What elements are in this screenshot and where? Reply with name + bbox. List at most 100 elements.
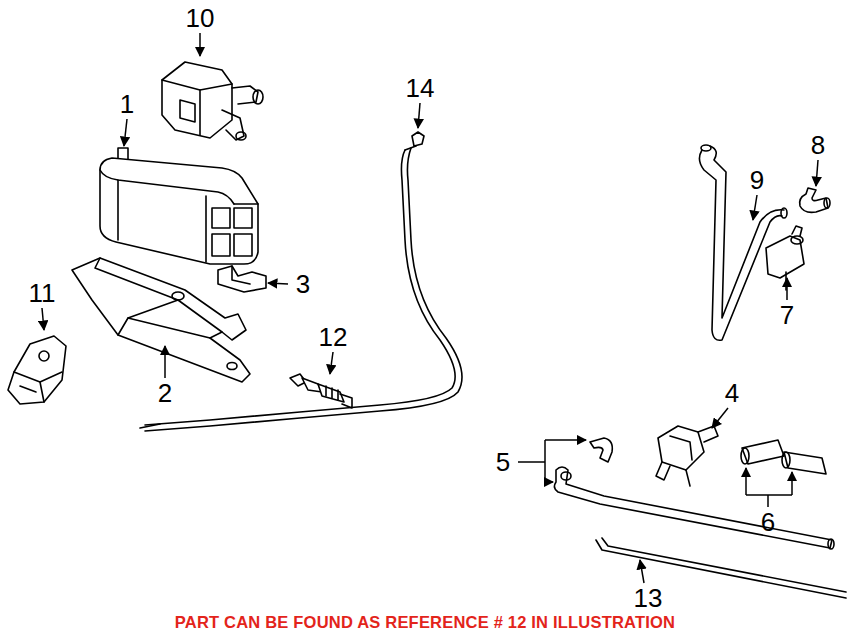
purge-valve xyxy=(199,90,201,135)
purge-valve xyxy=(222,110,244,140)
purge-valve xyxy=(236,132,246,140)
vapor-canister xyxy=(234,234,252,256)
valve-bracket xyxy=(8,336,66,404)
mounting-tray xyxy=(227,363,237,370)
purge-valve xyxy=(180,100,195,122)
canister-bracket xyxy=(232,266,250,284)
callout-number: 11 xyxy=(29,279,56,307)
vapor-canister xyxy=(117,180,119,240)
vent-filter xyxy=(791,236,803,244)
check-valve xyxy=(656,462,670,480)
canister-bracket xyxy=(218,266,266,292)
vapor-canister xyxy=(118,148,128,159)
hose-sleeves xyxy=(742,440,784,464)
mounting-tray xyxy=(118,318,210,338)
hose-end xyxy=(140,424,160,428)
valve-bracket xyxy=(39,351,49,361)
purge-hose xyxy=(828,539,834,549)
leader-lines xyxy=(518,440,545,482)
purge-valve xyxy=(253,90,263,104)
sensor-part xyxy=(290,374,352,408)
vapor-hose xyxy=(405,146,416,150)
purge-valve xyxy=(162,62,232,138)
leader-lines xyxy=(786,278,788,300)
note-caption: PART CAN BE FOUND AS REFERENCE # 12 IN I… xyxy=(175,613,675,632)
leader-lines xyxy=(712,408,728,428)
vent-tube xyxy=(701,145,711,151)
callout-number: 7 xyxy=(780,301,794,329)
vapor-canister xyxy=(234,203,258,205)
hose-sleeves xyxy=(782,452,790,468)
vapor-canister xyxy=(212,208,230,228)
valve-bracket xyxy=(20,386,36,392)
hose-sleeves xyxy=(741,440,826,474)
sensor-part xyxy=(326,386,338,400)
purge-hose xyxy=(561,472,571,480)
purge-hose xyxy=(590,438,612,462)
check-valve xyxy=(698,426,718,442)
leader-lines xyxy=(199,33,201,56)
leader-lines xyxy=(791,472,793,495)
callout-number: 14 xyxy=(406,74,435,102)
hose-sleeves xyxy=(741,448,749,464)
callout-number: 8 xyxy=(811,131,825,159)
mounting-tray xyxy=(72,258,250,382)
vent-tube xyxy=(699,145,787,340)
leader-lines xyxy=(816,160,818,186)
vent-tube xyxy=(699,150,782,340)
vent-filter xyxy=(792,226,802,236)
valve-bracket xyxy=(8,336,66,404)
mounting-tray xyxy=(72,258,250,382)
vapor-hose xyxy=(412,132,424,146)
leader-lines xyxy=(330,352,333,374)
leader-lines xyxy=(640,560,644,583)
check-valve xyxy=(670,436,692,460)
vapor-line xyxy=(596,538,846,598)
leader-lines xyxy=(164,346,166,378)
leader-lines xyxy=(545,481,553,483)
callout-number: 9 xyxy=(750,166,764,194)
callout-number: 5 xyxy=(496,448,510,476)
callout-number: 2 xyxy=(158,379,172,407)
vapor-line xyxy=(596,540,846,598)
leader-lines xyxy=(418,103,420,128)
check-valve xyxy=(656,426,718,486)
vapor-canister xyxy=(100,170,234,204)
vapor-canister xyxy=(234,208,252,228)
leader-lines xyxy=(42,33,818,583)
vapor-canister xyxy=(205,196,207,262)
check-valve xyxy=(686,470,690,486)
vapor-canister xyxy=(212,234,230,256)
vent-tube xyxy=(781,208,787,218)
mounting-tray xyxy=(128,300,178,318)
purge-valve xyxy=(162,62,263,140)
vapor-canister xyxy=(100,158,258,264)
vent-tube xyxy=(710,146,784,318)
hose-elbow xyxy=(800,188,830,212)
leader-lines xyxy=(745,468,747,495)
leader-lines xyxy=(753,195,757,220)
leader-lines xyxy=(42,308,44,330)
valve-bracket xyxy=(40,382,44,402)
purge-valve xyxy=(162,80,232,90)
purge-hose xyxy=(554,467,832,548)
parts-illustration xyxy=(8,62,846,598)
callout-number: 3 xyxy=(296,270,310,298)
leader-lines xyxy=(124,119,127,146)
purge-hose xyxy=(554,438,834,549)
canister-bracket xyxy=(218,266,266,292)
check-valve xyxy=(658,426,704,470)
leader-lines xyxy=(545,439,586,441)
valve-bracket xyxy=(14,372,62,382)
vent-filter xyxy=(766,226,804,290)
leader-lines xyxy=(268,283,288,284)
vent-filter xyxy=(766,236,804,278)
callout-number: 4 xyxy=(725,379,739,407)
sensor-part xyxy=(340,394,352,408)
callout-number: 12 xyxy=(319,323,348,351)
callout-number: 10 xyxy=(186,4,215,32)
leader-lines xyxy=(746,495,792,507)
mounting-tray xyxy=(95,258,222,332)
vapor-hose xyxy=(145,132,462,431)
